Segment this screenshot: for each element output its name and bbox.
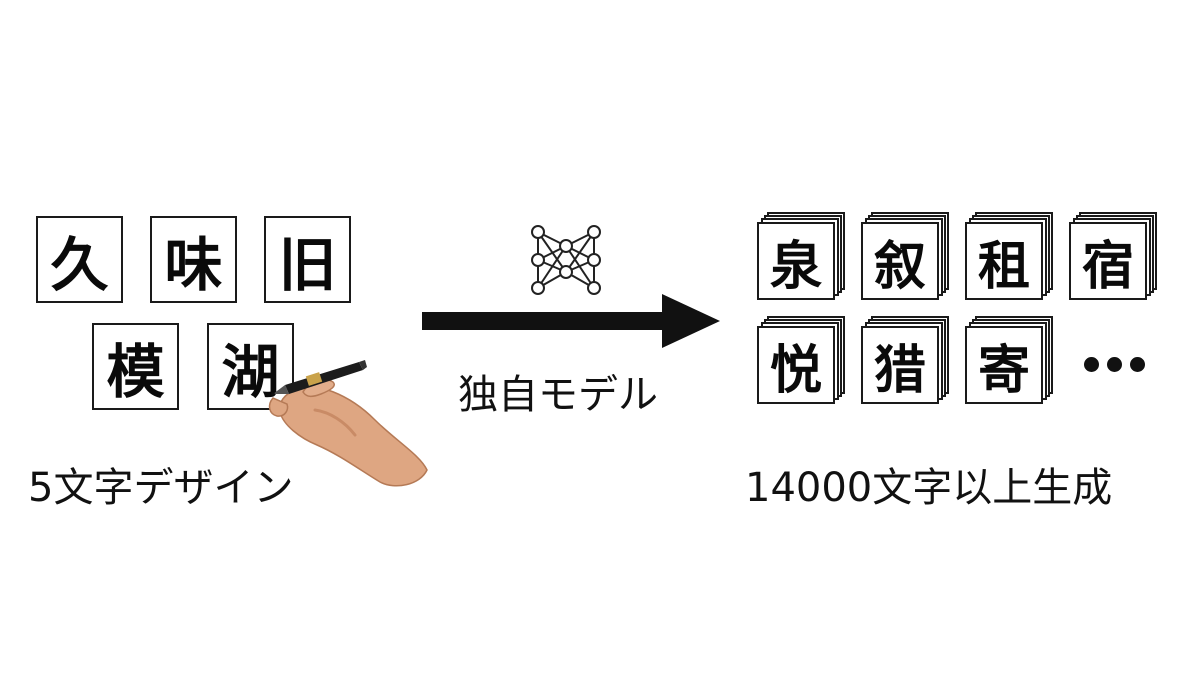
output-glyph-stack-7: 寄 — [965, 316, 1053, 404]
output-glyph-stack-1: 泉 — [757, 212, 845, 300]
input-glyph-3: 旧 — [264, 216, 351, 303]
output-glyph-6: 猎 — [861, 326, 939, 404]
ellipsis-icon — [1084, 357, 1145, 372]
output-glyph-1: 泉 — [757, 222, 835, 300]
neural-network-icon — [531, 225, 601, 295]
input-glyph-1: 久 — [36, 216, 123, 303]
output-glyph-5: 悦 — [757, 326, 835, 404]
hand-with-pen-icon — [268, 360, 428, 487]
output-glyph-4: 宿 — [1069, 222, 1147, 300]
output-glyph-stack-3: 租 — [965, 212, 1053, 300]
input-glyph-5: 湖 — [207, 323, 294, 410]
output-glyph-stack-4: 宿 — [1069, 212, 1157, 300]
input-caption: 5文字デザイン — [28, 465, 294, 511]
output-glyph-7: 寄 — [965, 326, 1043, 404]
output-glyph-stack-5: 悦 — [757, 316, 845, 404]
output-glyph-stack-6: 猎 — [861, 316, 949, 404]
input-glyph-2: 味 — [150, 216, 237, 303]
output-caption: 14000文字以上生成 — [745, 465, 1113, 511]
output-glyph-2: 叙 — [861, 222, 939, 300]
output-glyph-stack-2: 叙 — [861, 212, 949, 300]
model-label: 独自モデル — [458, 372, 658, 418]
input-glyph-4: 模 — [92, 323, 179, 410]
output-glyph-3: 租 — [965, 222, 1043, 300]
arrow-right-icon — [422, 294, 720, 348]
